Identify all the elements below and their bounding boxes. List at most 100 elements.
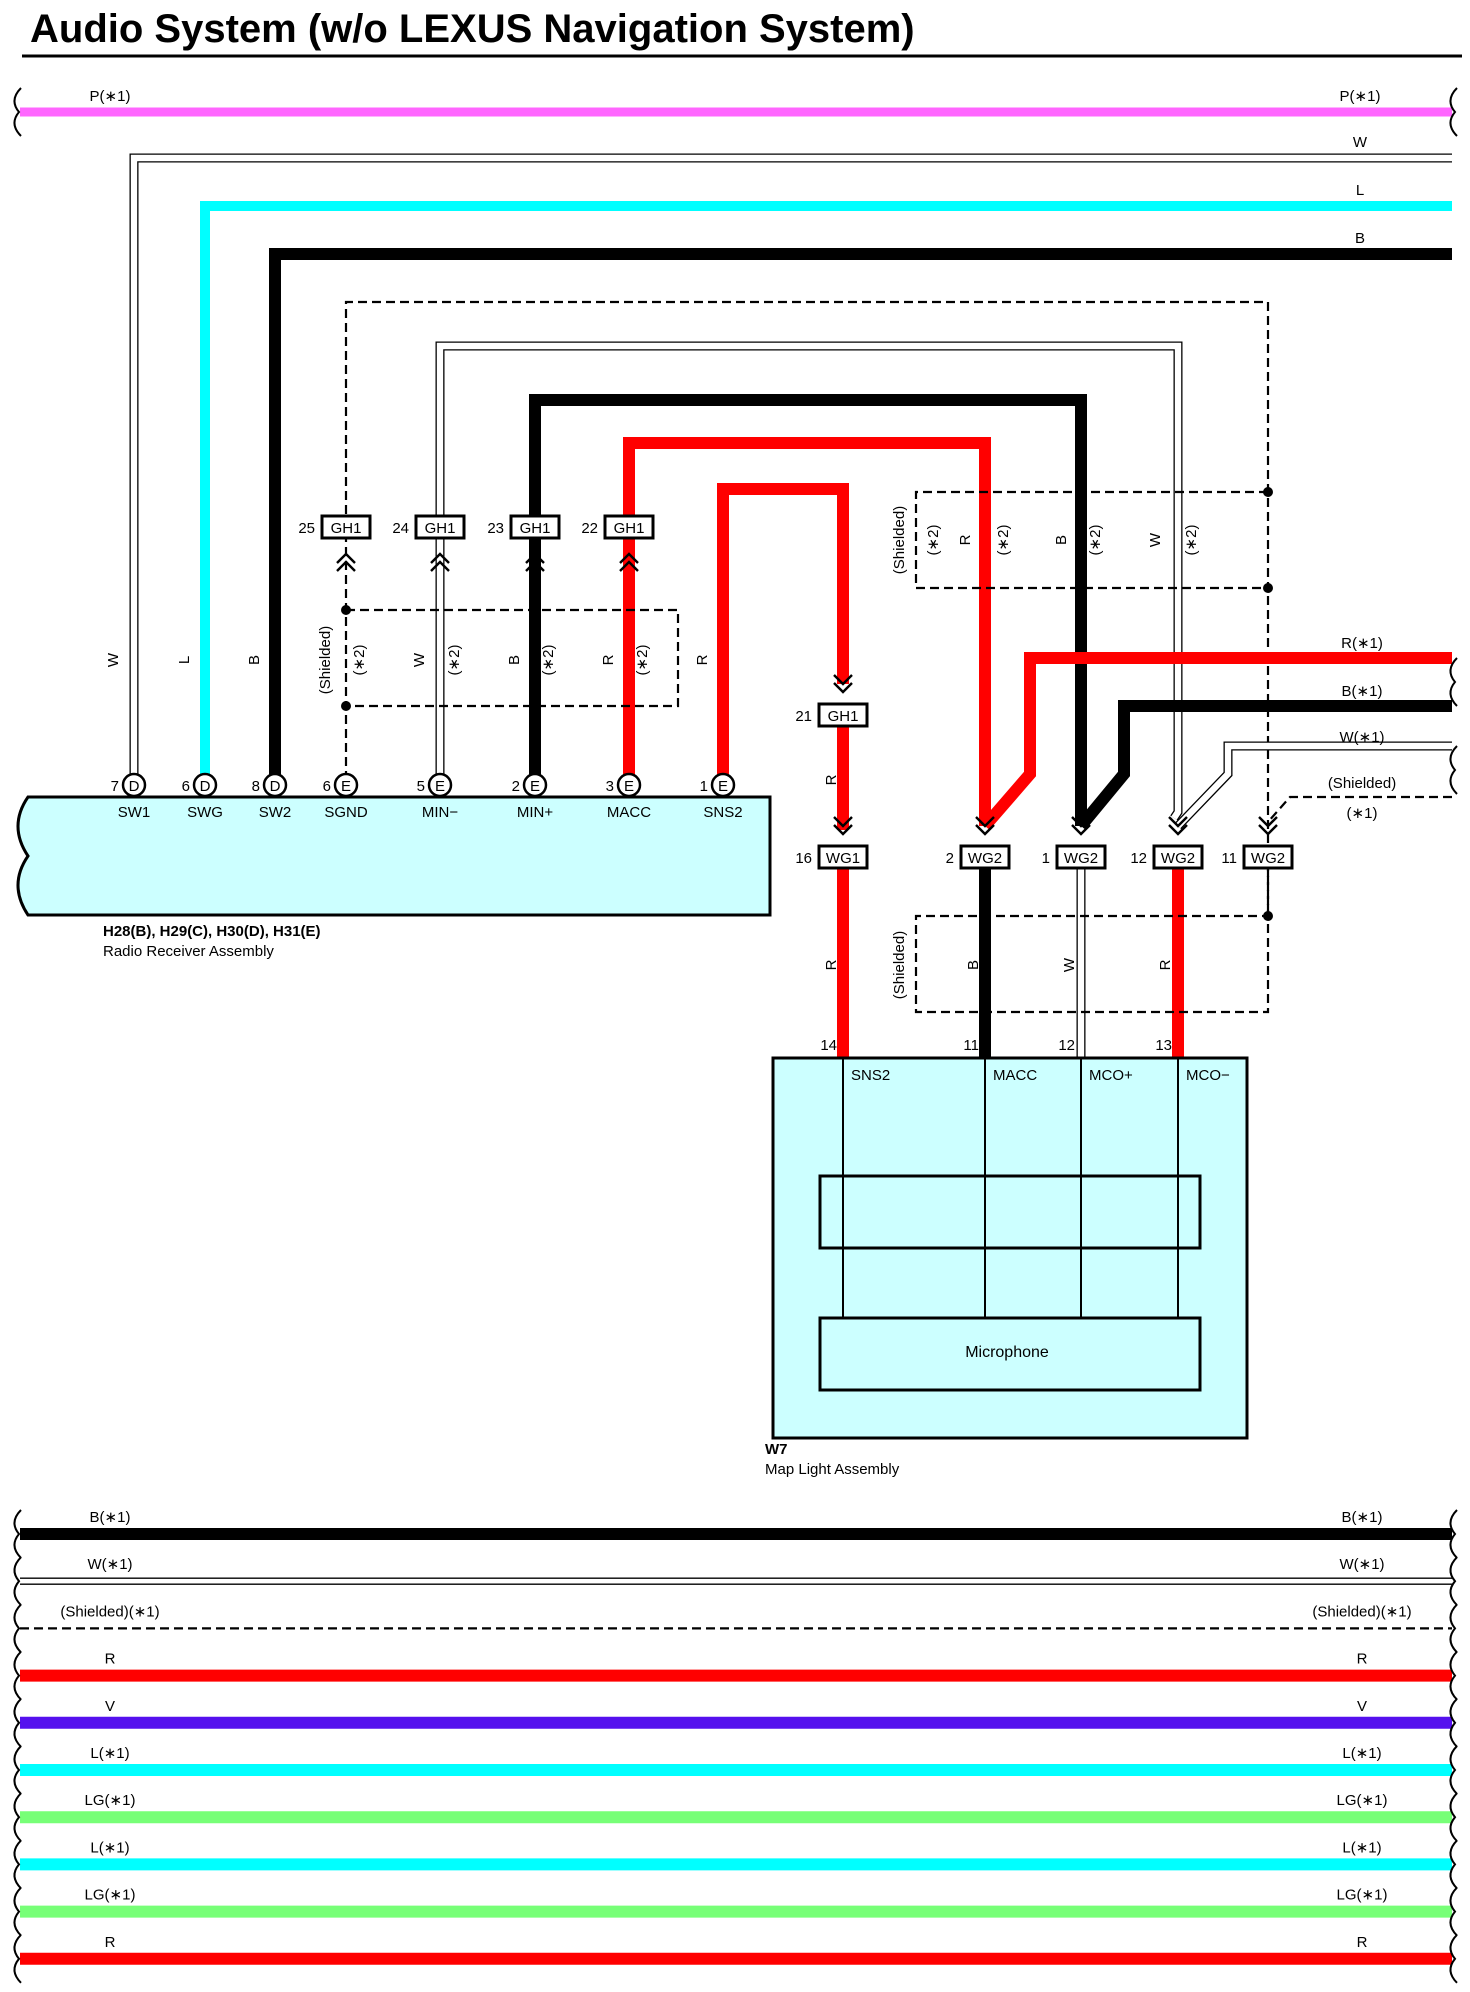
microphone-label: Microphone bbox=[965, 1344, 1049, 1361]
vertical-wire-label: R bbox=[823, 959, 840, 970]
connector-chevron bbox=[430, 552, 450, 564]
radio-pin-SGND-letter: E bbox=[341, 778, 351, 795]
brace-left bbox=[13, 87, 22, 137]
connector-chevron bbox=[1258, 816, 1278, 828]
map-light-pin-number: 14 bbox=[820, 1037, 837, 1054]
brace-left bbox=[13, 1839, 22, 1890]
radio-pin-term: SNS2 bbox=[703, 804, 742, 821]
note-label: (∗2) bbox=[1183, 525, 1200, 556]
brace-left bbox=[13, 1792, 22, 1842]
brace-right bbox=[1449, 657, 1458, 707]
gh1-connector-number: 25 bbox=[298, 520, 315, 537]
map-light-name: Map Light Assembly bbox=[765, 1461, 900, 1478]
connector-chevron bbox=[1071, 816, 1091, 828]
radio-pin-term: SW1 bbox=[118, 804, 151, 821]
vertical-wire-label: B bbox=[965, 960, 982, 970]
splice-dot bbox=[341, 701, 351, 711]
brace-left bbox=[13, 1509, 22, 1559]
radio-pin-SWG-letter: D bbox=[200, 778, 211, 795]
gh1-connector bbox=[320, 514, 372, 540]
gh1-connector-name: GH1 bbox=[520, 520, 551, 537]
shielded-label: (Shielded) bbox=[891, 931, 908, 999]
map-light-pin-term: SNS2 bbox=[851, 1067, 890, 1084]
gh1-connector bbox=[509, 514, 561, 540]
radio-pin-MIN−-letter: E bbox=[435, 778, 445, 795]
wg-connector-number: 2 bbox=[946, 850, 954, 867]
connector-chevron bbox=[430, 560, 450, 572]
bottom-wire-label-left: L(∗1) bbox=[90, 1839, 129, 1856]
bottom-wire-label-right: B(∗1) bbox=[1342, 1509, 1383, 1526]
map-light-pin-number: 12 bbox=[1058, 1037, 1075, 1054]
radio-pin-term: MACC bbox=[607, 804, 651, 821]
vertical-wire-label: B bbox=[246, 655, 263, 665]
brace-left bbox=[13, 1650, 22, 1701]
wg-connector bbox=[1055, 844, 1107, 870]
labels-layer: P(∗1)P(∗1)WLB7SW16SWG8SW26SGND5MIN−2MIN+… bbox=[60, 88, 1411, 1951]
splice-dot bbox=[1263, 911, 1273, 921]
radio-pin-term: SGND bbox=[324, 804, 368, 821]
shielded-label: (Shielded) bbox=[317, 626, 334, 694]
note-label: (∗2) bbox=[540, 645, 557, 676]
wire-shield-right bbox=[1267, 795, 1452, 823]
radio-pin-SW2-letter: D bbox=[270, 778, 281, 795]
radio-pin-SW1-letter: D bbox=[129, 778, 140, 795]
radio-pin-SNS2-letter: E bbox=[718, 778, 728, 795]
top-wire-label-right: B bbox=[1355, 230, 1365, 247]
bottom-wire-label-right: L(∗1) bbox=[1342, 1745, 1381, 1762]
radio-pin-term: MIN− bbox=[422, 804, 458, 821]
wires-layer bbox=[20, 107, 1452, 1965]
connector-chevron bbox=[619, 552, 639, 564]
wg-connector-name: WG2 bbox=[1064, 850, 1098, 867]
map-light-pin-term: MCO+ bbox=[1089, 1067, 1133, 1084]
map-light-pin-term: MCO− bbox=[1186, 1067, 1230, 1084]
map-light-pin-number: 11 bbox=[963, 1037, 979, 1054]
connector-chevron bbox=[1168, 824, 1188, 836]
bottom-wire-label-left: V bbox=[105, 1698, 115, 1715]
connector-chevron bbox=[336, 560, 356, 572]
brace-left bbox=[13, 1698, 22, 1748]
connector-chevron bbox=[1168, 816, 1188, 828]
gh1-connector-name: GH1 bbox=[828, 708, 859, 725]
vertical-wire-label: W bbox=[411, 652, 428, 667]
connector-chevron bbox=[833, 816, 853, 828]
radio-receiver-box bbox=[16, 795, 772, 917]
wire-macc bbox=[623, 437, 991, 826]
gh1-connector-number: 23 bbox=[487, 520, 504, 537]
radio-pin-MACC-letter: E bbox=[624, 778, 634, 795]
bottom-wire-label-left: R bbox=[105, 1651, 116, 1668]
bottom-wire-label-right: R bbox=[1357, 1934, 1368, 1951]
radio-receiver-name: Radio Receiver Assembly bbox=[103, 943, 274, 960]
bottom-wire-label-left: LG(∗1) bbox=[85, 1792, 136, 1809]
gh1-connector-number: 21 bbox=[795, 708, 812, 725]
vertical-wire-label: L bbox=[176, 656, 193, 664]
connector-chevron bbox=[1258, 824, 1278, 836]
radio-pin-number: 6 bbox=[323, 778, 331, 795]
page-title: Audio System (w/o LEXUS Navigation Syste… bbox=[30, 7, 915, 51]
brace-right bbox=[1449, 745, 1458, 795]
vertical-wire-label: B bbox=[506, 655, 523, 665]
map-light-switch-block bbox=[818, 1174, 1202, 1250]
bottom-wire-label-right: W(∗1) bbox=[1339, 1556, 1384, 1573]
gh1-connector bbox=[817, 702, 869, 728]
radio-pin-MIN+ bbox=[522, 772, 548, 798]
brace-right bbox=[1449, 1745, 1458, 1795]
radio-receiver-connectors: H28(B), H29(C), H30(D), H31(E) bbox=[103, 923, 321, 940]
brace-right bbox=[1449, 87, 1458, 137]
connector-chevron bbox=[833, 824, 853, 836]
wg-connector-name: WG2 bbox=[968, 850, 1002, 867]
wire-sns2 bbox=[717, 483, 849, 780]
map-light-pin-number: 13 bbox=[1155, 1037, 1172, 1054]
wg-connector-number: 11 bbox=[1221, 850, 1237, 867]
wire-min-plus bbox=[529, 394, 1087, 826]
right-wire-label: R(∗1) bbox=[1341, 635, 1383, 652]
note-label: (∗2) bbox=[925, 525, 942, 556]
connector-chevron bbox=[1071, 824, 1091, 836]
radio-pin-number: 7 bbox=[111, 778, 119, 795]
vertical-wire-label: R bbox=[823, 774, 840, 785]
brace-right bbox=[1449, 1650, 1458, 1701]
radio-pin-number: 6 bbox=[182, 778, 190, 795]
shield-box-radio bbox=[346, 608, 680, 708]
